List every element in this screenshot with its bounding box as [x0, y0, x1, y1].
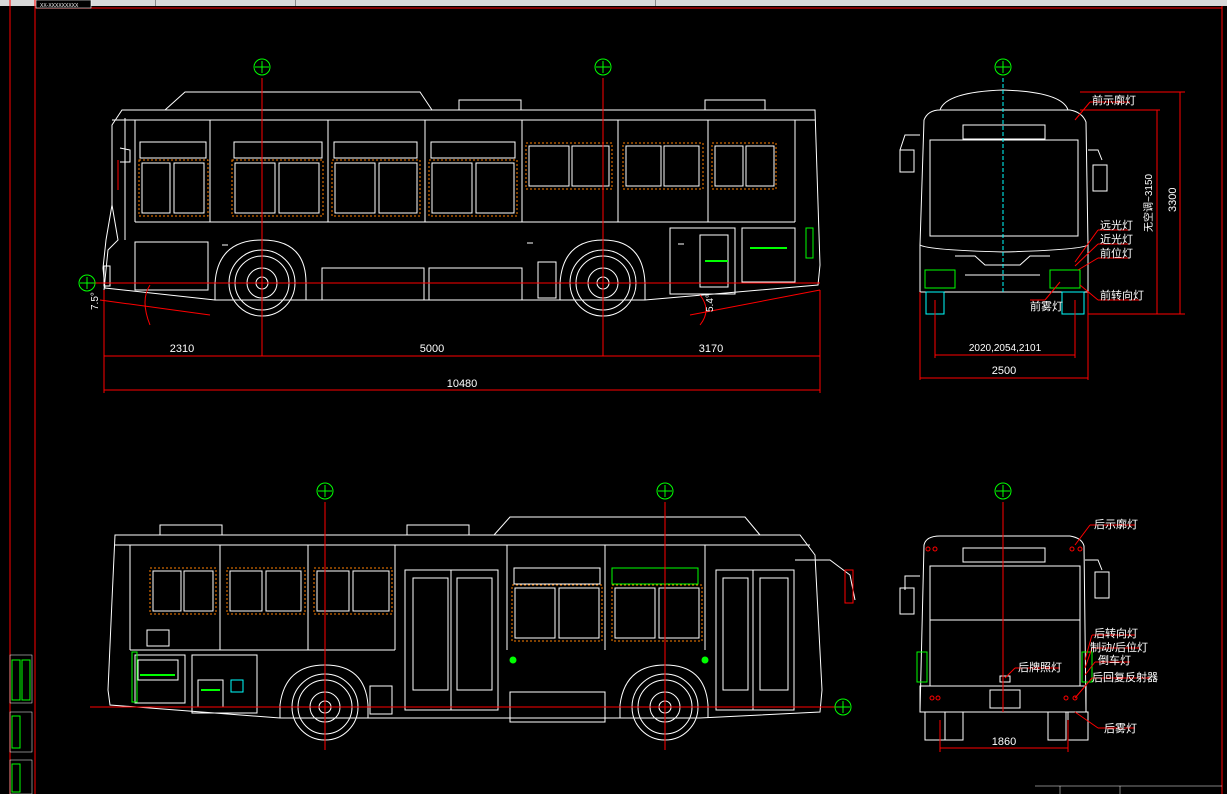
label-front-position-lamp: 前位灯 [1100, 246, 1133, 260]
dim-wheelbase: 5000 [420, 343, 444, 355]
label-low-beam: 近光灯 [1100, 232, 1133, 246]
dim-rear-overhang: 3170 [699, 343, 723, 355]
side-view-left [107, 516, 856, 741]
dim-overall-length: 10480 [447, 378, 478, 390]
label-rear-fog-lamp: 后雾灯 [1104, 722, 1137, 735]
front-view-axes: 2020,2054,2101 2500 3300 无空调~3150 前示廓灯 远… [919, 58, 1185, 380]
label-high-beam: 远光灯 [1100, 218, 1133, 232]
label-brake-position-lamp: 制动/后位灯 [1090, 640, 1148, 654]
dim-unladen-height: 无空调~3150 [1142, 173, 1155, 232]
side-view-right-dimensions: 2310 5000 3170 10480 7.5° 5.4° [90, 290, 821, 393]
left-legend-blocks [9, 654, 33, 794]
front-view [899, 89, 1108, 315]
dim-departure-angle: 5.4° [705, 294, 716, 312]
rear-view-axes: 1860 后示廓灯 后转向灯 制动/后位灯 倒车灯 后回复反射器 后牌照灯 后雾… [939, 482, 1158, 752]
dim-front-overhang: 2310 [170, 343, 194, 355]
tab-1[interactable] [0, 0, 156, 6]
dim-approach-angle: 7.5° [90, 292, 101, 310]
tab-3[interactable] [295, 0, 656, 6]
label-rear-turn-lamp: 后转向灯 [1094, 626, 1138, 640]
label-rear-plate-lamp: 后牌照灯 [1018, 660, 1062, 674]
label-rear-marker-lamp: 后示廓灯 [1094, 517, 1138, 531]
label-rear-reflector: 后回复反射器 [1092, 670, 1158, 684]
label-front-marker-lamp: 前示廓灯 [1092, 93, 1136, 107]
label-front-fog-lamp: 前雾灯 [1030, 299, 1063, 313]
label-reverse-lamp: 倒车灯 [1098, 653, 1131, 667]
label-front-turn-lamp: 前转向灯 [1100, 288, 1144, 302]
title-bar [0, 0, 1227, 6]
dim-front-track: 2020,2054,2101 [969, 343, 1042, 354]
tab-2[interactable] [155, 0, 296, 6]
dim-overall-width: 2500 [992, 365, 1016, 377]
bottom-right-title-block [1035, 785, 1222, 794]
side-view-left-axes [90, 482, 852, 750]
title-block-text: XX-XXXXXXXXX [40, 3, 79, 9]
drawing-frame: XX-XXXXXXXXX [9, 0, 1223, 794]
dim-overall-height: 3300 [1167, 188, 1179, 212]
side-view-right [102, 91, 821, 317]
rear-view [899, 535, 1110, 741]
side-view-right-axes [78, 58, 821, 356]
dim-rear-track: 1860 [992, 736, 1016, 748]
